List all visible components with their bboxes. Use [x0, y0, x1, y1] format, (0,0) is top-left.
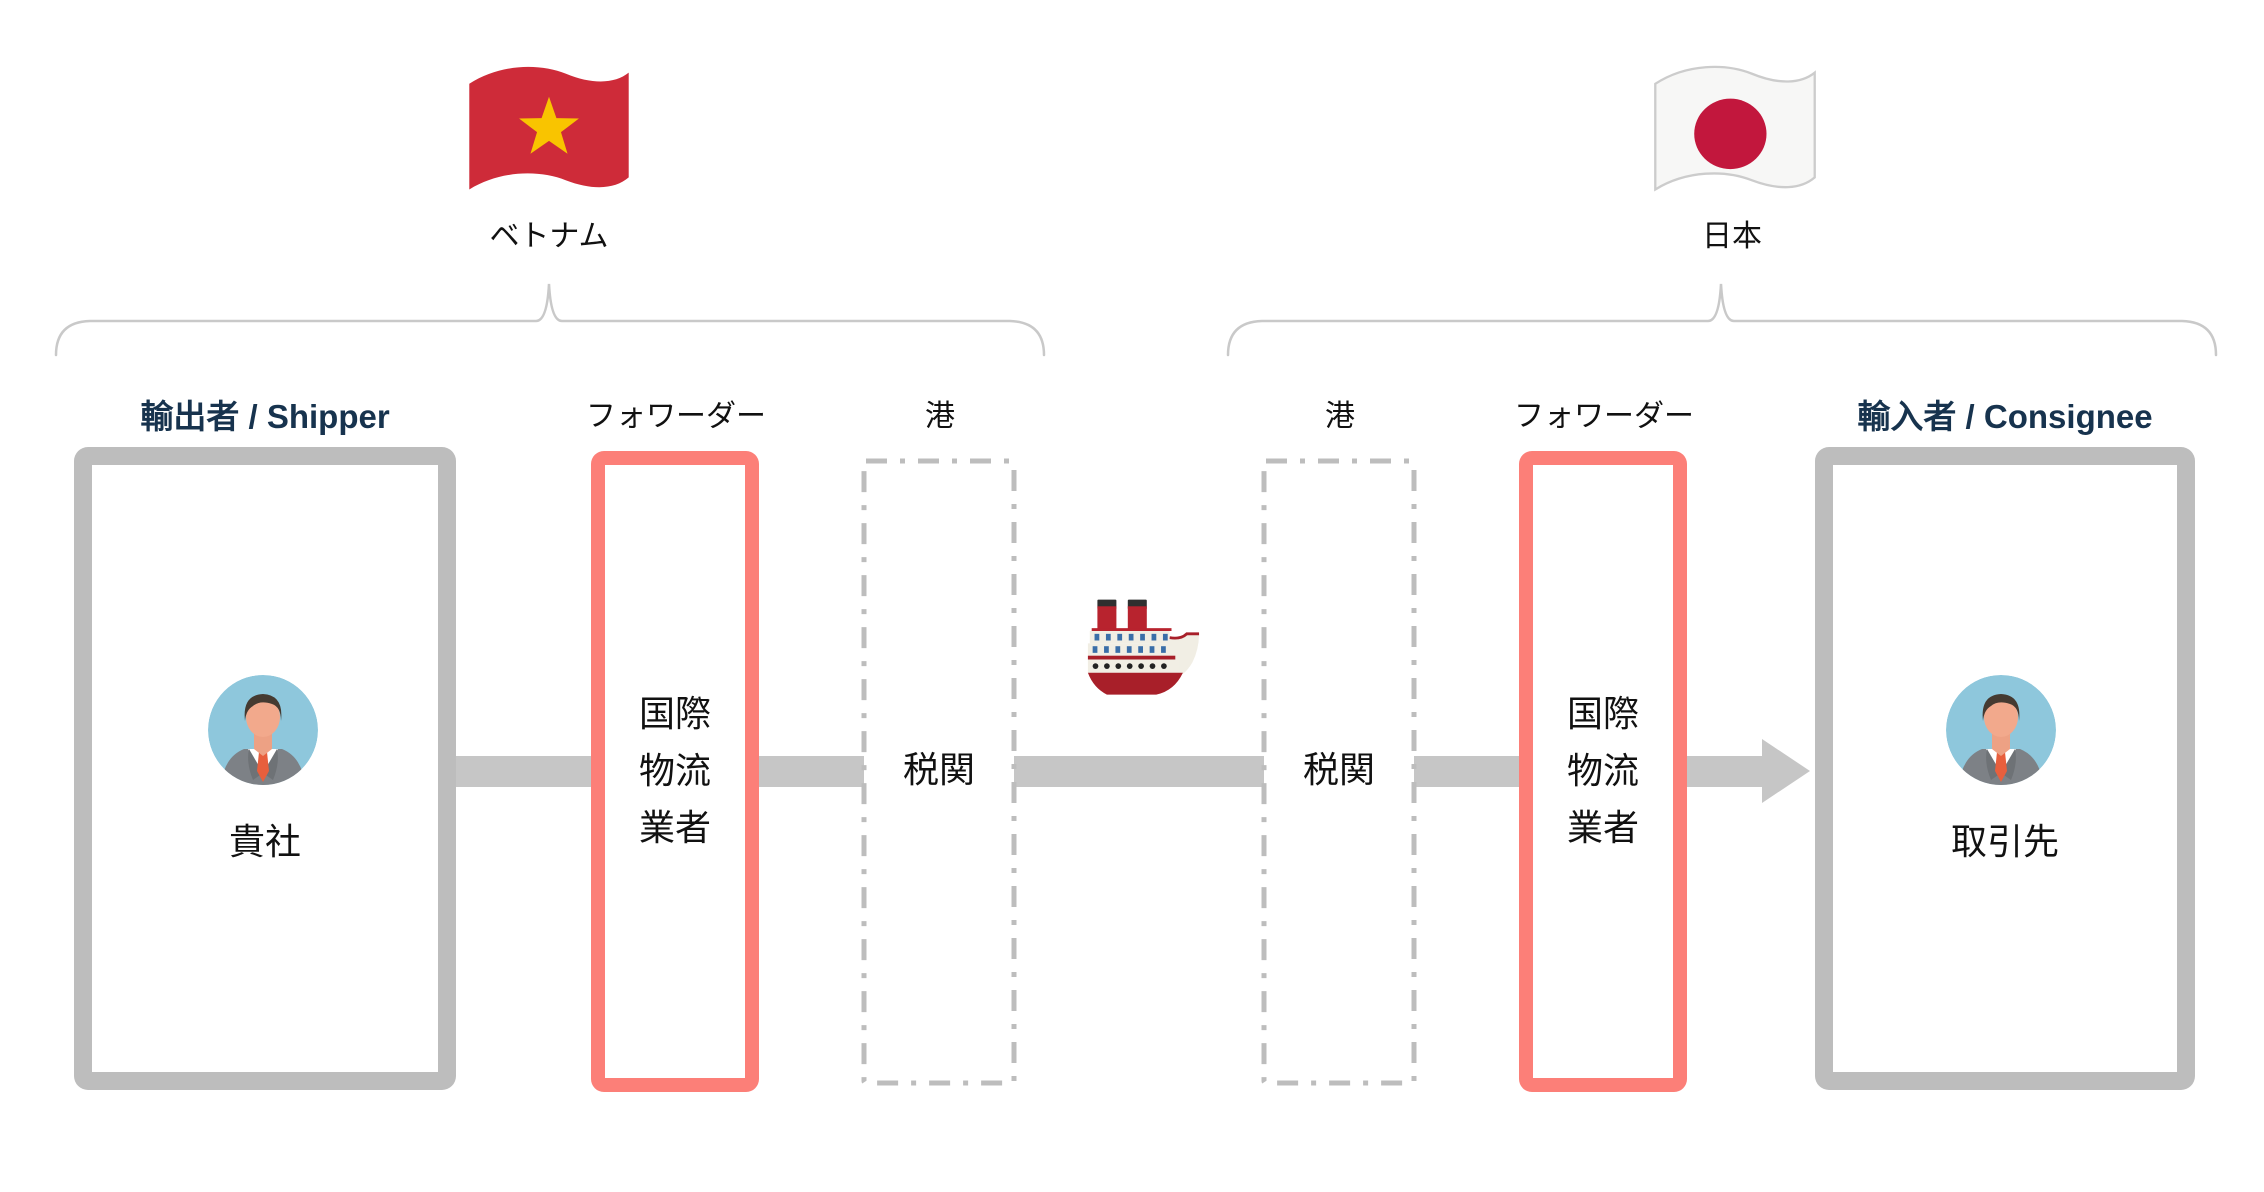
shipper-box	[74, 447, 456, 1090]
origin-bracket	[54, 283, 1046, 357]
shipper-avatar-icon	[208, 675, 318, 785]
japan-flag-icon	[1654, 65, 1816, 191]
consignee-avatar-icon	[1946, 675, 2056, 785]
consignee-title: 輸入者 / Consignee	[1857, 398, 2153, 435]
shipper-member-label: 貴社	[228, 821, 301, 862]
forwarder-destination-box	[1519, 451, 1687, 1092]
origin-country-label: ベトナム	[489, 220, 609, 253]
forwarder-destination-role: 国際 物流 業者	[1566, 693, 1639, 848]
forwarder-origin-title: フォワーダー	[586, 400, 766, 433]
port-destination-title: 港	[1325, 400, 1355, 433]
shipper-title: 輸出者 / Shipper	[140, 398, 390, 435]
forwarder-origin-box	[591, 451, 759, 1092]
port-origin-box	[861, 458, 1017, 1086]
vietnam-flag-icon	[469, 66, 629, 190]
port-origin-title: 港	[925, 400, 955, 433]
consignee-member-label: 取引先	[1950, 821, 2059, 862]
port-destination-role: 税関	[1302, 749, 1375, 790]
destination-bracket	[1226, 283, 2218, 357]
port-destination-box	[1261, 458, 1417, 1086]
ship-icon	[1086, 598, 1200, 697]
port-origin-role: 税関	[902, 749, 975, 790]
forwarder-origin-role: 国際 物流 業者	[638, 693, 711, 848]
forwarder-destination-title: フォワーダー	[1514, 400, 1694, 433]
destination-country-label: 日本	[1702, 220, 1762, 253]
